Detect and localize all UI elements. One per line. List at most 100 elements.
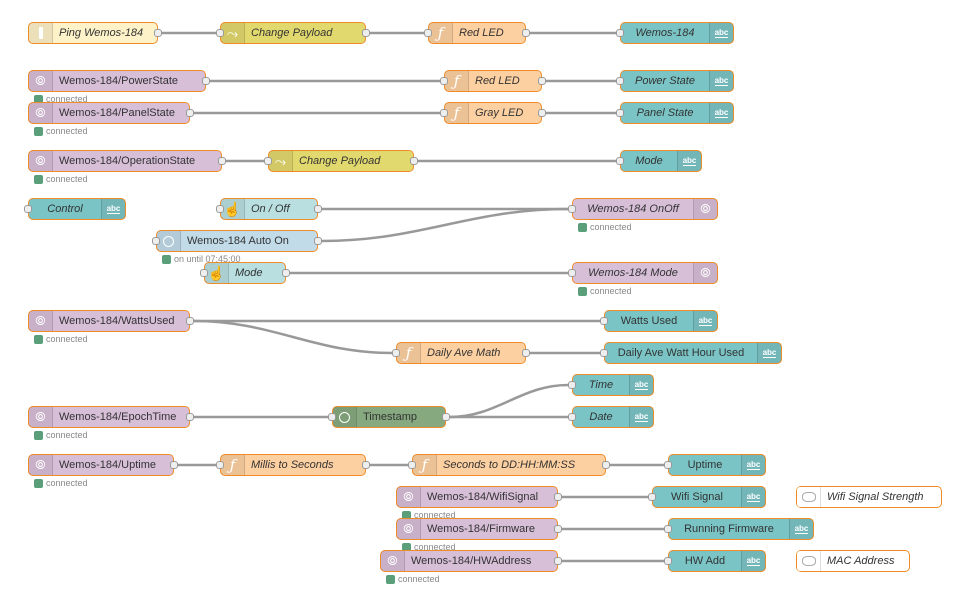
input-port[interactable] (328, 413, 336, 421)
node-timestamp[interactable]: Timestamp (328, 406, 450, 428)
node-powerstate-in[interactable]: ⦾Wemos-184/PowerState (28, 70, 210, 92)
input-port[interactable] (424, 29, 432, 37)
input-port[interactable] (600, 317, 608, 325)
output-port[interactable] (522, 349, 530, 357)
output-port[interactable] (202, 77, 210, 85)
input-port[interactable] (216, 205, 224, 213)
output-port[interactable] (282, 269, 290, 277)
output-port[interactable] (538, 77, 546, 85)
node-opstate-in[interactable]: ⦾Wemos-184/OperationState (28, 150, 226, 172)
output-port[interactable] (186, 317, 194, 325)
node-onoff-out[interactable]: Wemos-184 OnOff⦾ (568, 198, 718, 220)
input-port[interactable] (600, 349, 608, 357)
node-autoon[interactable]: Wemos-184 Auto On (152, 230, 322, 252)
node-mode-out[interactable]: Wemos-184 Mode⦾ (568, 262, 718, 284)
node-uptime-ui[interactable]: Uptime abc (664, 454, 766, 476)
input-port[interactable] (152, 237, 160, 245)
input-port[interactable] (616, 157, 624, 165)
input-port[interactable] (24, 205, 32, 213)
output-port[interactable] (186, 413, 194, 421)
output-port[interactable] (186, 109, 194, 117)
node-hw-in[interactable]: ⦾Wemos-184/HWAddress (380, 550, 562, 572)
node-label: Seconds to DD:HH:MM:SS (443, 459, 576, 471)
node-wifi-comment[interactable]: Wifi Signal Strength (796, 486, 942, 508)
node-label: Uptime (687, 459, 723, 471)
output-port[interactable] (442, 413, 450, 421)
output-port[interactable] (362, 461, 370, 469)
output-port[interactable] (154, 29, 162, 37)
status-text: connected (398, 574, 440, 584)
node-wifi-in[interactable]: ⦾Wemos-184/WifiSignal (396, 486, 562, 508)
node-watts-in[interactable]: ⦾Wemos-184/WattsUsed (28, 310, 194, 332)
status-dot (578, 222, 587, 232)
output-port[interactable] (218, 157, 226, 165)
input-port[interactable] (568, 413, 576, 421)
output-port[interactable] (170, 461, 178, 469)
output-port[interactable] (314, 205, 322, 213)
input-port[interactable] (616, 29, 624, 37)
input-port[interactable] (568, 269, 576, 277)
input-port[interactable] (408, 461, 416, 469)
node-uptime-in[interactable]: ⦾Wemos-184/Uptime (28, 454, 178, 476)
wire-autoon-to-onoff-out[interactable] (321, 207, 569, 243)
input-port[interactable] (216, 29, 224, 37)
input-port[interactable] (568, 381, 576, 389)
input-port[interactable] (216, 461, 224, 469)
node-onoff[interactable]: ☝On / Off (216, 198, 322, 220)
node-mac-comment[interactable]: MAC Address (796, 550, 910, 572)
input-port[interactable] (200, 269, 208, 277)
mqtt-icon: ⦾ (381, 551, 405, 571)
wire-watts-in-to-dailyave[interactable] (193, 319, 393, 355)
node-firmware-in[interactable]: ⦾Wemos-184/Firmware (396, 518, 562, 540)
output-port[interactable] (554, 525, 562, 533)
node-mode-btn[interactable]: ☝Mode (200, 262, 290, 284)
node-panelstate-in[interactable]: ⦾Wemos-184/PanelState (28, 102, 194, 124)
text-icon: abc (741, 455, 765, 475)
input-port[interactable] (648, 493, 656, 501)
input-port[interactable] (264, 157, 272, 165)
text-icon: abc (741, 487, 765, 507)
node-change2[interactable]: ⤳Change Payload (264, 150, 418, 172)
output-port[interactable] (522, 29, 530, 37)
input-port[interactable] (440, 109, 448, 117)
output-port[interactable] (538, 109, 546, 117)
input-port[interactable] (440, 77, 448, 85)
output-port[interactable] (410, 157, 418, 165)
status-dot (34, 334, 43, 344)
output-port[interactable] (554, 557, 562, 565)
node-change1[interactable]: ⤳Change Payload (216, 22, 370, 44)
node-epoch-in[interactable]: ⦾Wemos-184/EpochTime (28, 406, 194, 428)
input-port[interactable] (616, 77, 624, 85)
input-port[interactable] (616, 109, 624, 117)
input-port[interactable] (664, 525, 672, 533)
output-port[interactable] (602, 461, 610, 469)
input-port[interactable] (568, 205, 576, 213)
status-text: connected (414, 542, 456, 552)
output-port[interactable] (554, 493, 562, 501)
input-port[interactable] (392, 349, 400, 357)
node-ping[interactable]: Ping Wemos-184 (28, 22, 162, 44)
output-port[interactable] (362, 29, 370, 37)
output-port[interactable] (314, 237, 322, 245)
input-port[interactable] (664, 557, 672, 565)
wire-timestamp-to-time-ui[interactable] (449, 383, 569, 419)
input-port[interactable] (664, 461, 672, 469)
